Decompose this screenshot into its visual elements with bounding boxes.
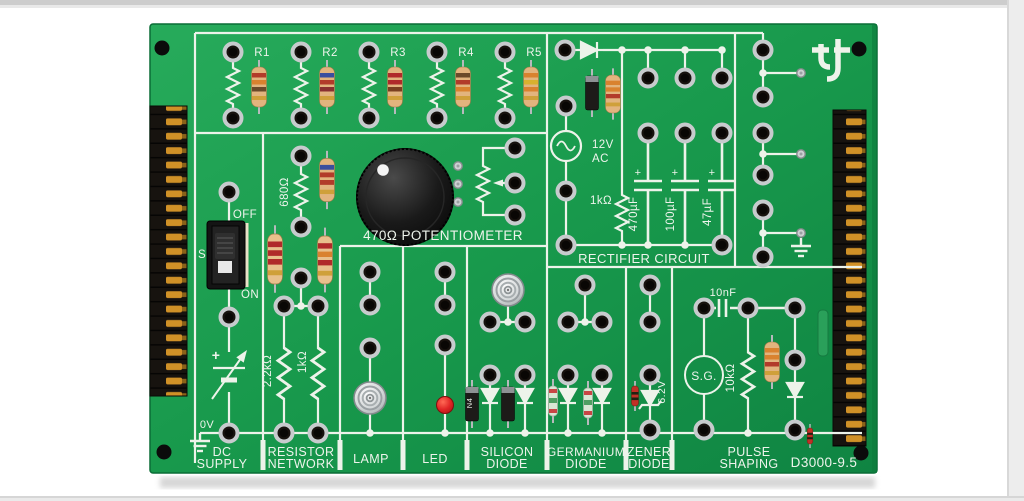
silkscreen-labels: R1 R2 R3 R4 R5 680Ω 2.2kΩ 1kΩ OFF S ON +… (197, 47, 858, 471)
section-label-pulse-1: PULSE (728, 445, 771, 459)
switch-window (218, 261, 232, 273)
resistor-1k (316, 226, 334, 294)
label-1k-network: 1kΩ (297, 351, 309, 373)
section-label-zener-2: DIODE (628, 457, 670, 471)
label-1k-rectifier: 1kΩ (590, 195, 612, 207)
wiper-arrowhead (493, 179, 503, 187)
trace-junctions (297, 46, 767, 437)
board-id: D3000-9.5 (791, 455, 858, 470)
label-cap-plus-3: + (709, 167, 716, 179)
label-10k: 10kΩ (725, 364, 737, 393)
resistor-r3 (386, 59, 404, 115)
section-label-dc-supply-1: DC (213, 445, 232, 459)
section-label-dc-supply-2: SUPPLY (197, 457, 248, 471)
section-label-led: LED (422, 452, 448, 466)
knob-position-dot (377, 164, 389, 176)
resistor-rectifier-1k (604, 67, 622, 121)
resistor-680 (318, 149, 336, 211)
label-rectifier-circuit: RECTIFIER CIRCUIT (578, 251, 710, 266)
resistor-2k2 (266, 224, 284, 294)
silicon-section-lamp-bulb (491, 273, 525, 307)
mounting-hole (853, 445, 869, 461)
brand-logo-icon (812, 39, 850, 82)
right-pin-header-connector (832, 109, 867, 447)
label-ac: AC (592, 153, 609, 165)
label-6v2: 6.2V (656, 380, 668, 403)
variable-source-arrowhead (236, 350, 247, 363)
label-r4: R4 (458, 47, 474, 59)
label-2k2: 2.2kΩ (262, 355, 274, 387)
label-10nf: 10nF (710, 287, 737, 299)
label-s: S (198, 249, 206, 261)
components (206, 39, 850, 449)
diode-marking: N4 (465, 398, 474, 408)
power-switch[interactable] (206, 220, 249, 290)
label-r2: R2 (322, 47, 338, 59)
label-r5: R5 (526, 47, 542, 59)
left-pin-header-connector (149, 105, 188, 397)
section-label-pulse-2: SHAPING (719, 457, 778, 471)
section-label-germanium-1: GERMANIUM (547, 445, 625, 459)
mounting-hole (156, 444, 172, 460)
mounting-hole (851, 41, 867, 57)
label-r1: R1 (254, 47, 270, 59)
resistor-r1 (250, 59, 268, 115)
led-component (436, 396, 454, 414)
rectifier-diode-component (584, 68, 600, 118)
section-label-resistor-network-1: RESISTOR (268, 445, 335, 459)
green-capacitor-component (817, 309, 829, 357)
label-100uf: 100µF (665, 197, 677, 232)
resistor-r5 (522, 59, 540, 115)
label-0v: 0V (200, 419, 215, 431)
silicon-diode-component-2 (500, 379, 516, 429)
label-on: ON (241, 289, 259, 301)
resistor-10k (763, 334, 781, 390)
resistor-r4 (454, 59, 472, 115)
label-47uf: 47µF (702, 198, 714, 226)
silkscreen-traces (188, 31, 862, 470)
section-label-germanium-2: DIODE (565, 457, 607, 471)
potentiometer-knob[interactable] (356, 148, 454, 246)
label-r3: R3 (390, 47, 406, 59)
section-label-zener-1: ZENER (627, 445, 671, 459)
mounting-hole (154, 40, 170, 56)
lamp-bulb (353, 381, 387, 415)
label-off: OFF (233, 209, 257, 221)
label-470uf: 470µF (628, 197, 640, 232)
switch-slider[interactable] (215, 233, 235, 259)
label-sg: S.G. (691, 369, 717, 383)
label-12v: 12V (592, 139, 614, 151)
section-label-silicon-2: DIODE (486, 457, 528, 471)
label-680: 680Ω (279, 177, 291, 206)
section-label-resistor-network-2: NETWORK (268, 457, 335, 471)
section-label-silicon-1: SILICON (481, 445, 534, 459)
label-cap-plus-1: + (635, 167, 642, 179)
resistor-r2 (318, 59, 336, 115)
label-potentiometer: 470Ω POTENTIOMETER (363, 228, 523, 243)
section-label-lamp: LAMP (353, 452, 389, 466)
label-cap-plus-2: + (672, 167, 679, 179)
label-plus: + (212, 347, 221, 363)
